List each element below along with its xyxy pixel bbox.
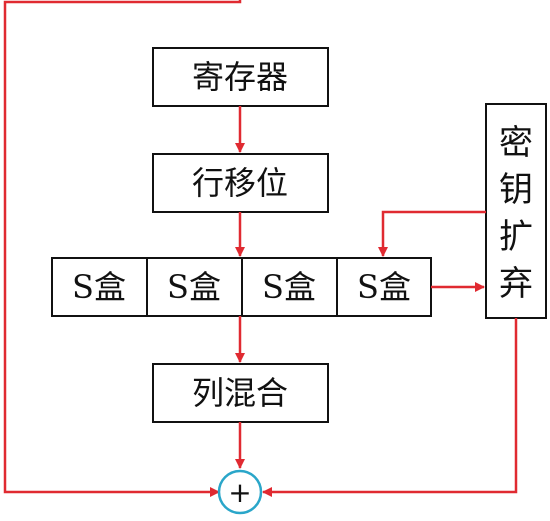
shift-rows-box xyxy=(152,153,329,213)
mix-columns-label: 列混合 xyxy=(192,374,288,412)
arrow-key-expansion-to-sbox xyxy=(378,210,486,257)
key-expansion-box xyxy=(485,103,547,319)
feedback-loop-line xyxy=(3,0,242,497)
shift-rows-label: 行移位 xyxy=(192,164,288,202)
key-expansion-char-2: 钥 xyxy=(499,170,533,210)
arrow-key-expansion-to-xor xyxy=(262,318,518,497)
sbox-1 xyxy=(51,257,148,317)
sbox-4-label: S盒 xyxy=(357,268,411,306)
key-expansion-char-3: 扩 xyxy=(499,217,533,257)
sbox-4 xyxy=(336,257,432,317)
sbox-2 xyxy=(146,257,243,317)
xor-symbol: + xyxy=(228,476,251,509)
sbox-1-label: S盒 xyxy=(72,268,126,306)
sbox-2-label: S盒 xyxy=(167,268,221,306)
sbox-3-label: S盒 xyxy=(262,268,316,306)
register-label: 寄存器 xyxy=(192,58,288,96)
sbox-3 xyxy=(241,257,338,317)
xor-circle xyxy=(217,469,263,515)
key-expansion-char-4: 弃 xyxy=(499,264,533,304)
mix-columns-box xyxy=(152,363,329,423)
key-expansion-char-1: 密 xyxy=(499,123,533,163)
